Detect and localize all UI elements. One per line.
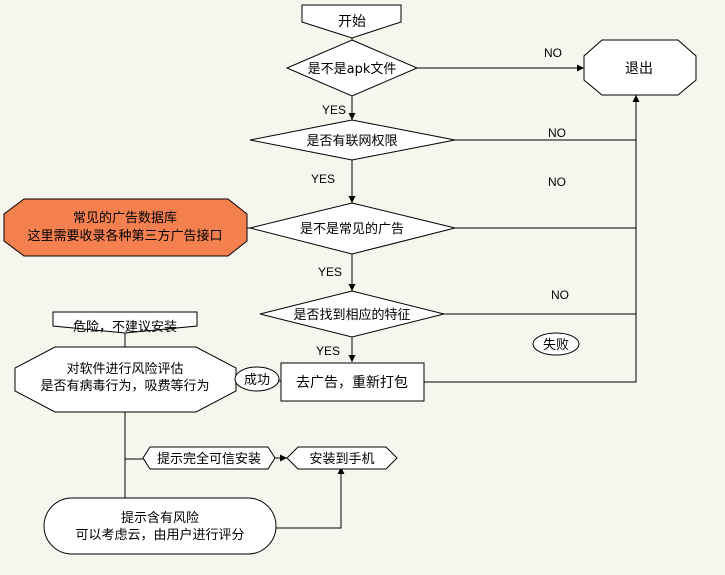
node-risk-eval-line1: 对软件进行风险评估	[66, 362, 183, 377]
node-remove-ad-repack-label: 去广告，重新打包	[296, 374, 408, 391]
node-common-ad-db-line1: 常见的广告数据库	[73, 210, 177, 226]
node-danger-note: 危险，不建议安装	[52, 311, 198, 335]
node-risk-eval-line2: 是否有病毒行为，吸费等行为	[40, 378, 209, 394]
node-exit-label: 退出	[625, 61, 653, 77]
node-fully-trusted: 提示完全可信安装	[142, 446, 276, 470]
node-exit: 退出	[583, 39, 697, 96]
node-success-label: 成功	[244, 373, 270, 388]
decision-find-feature: 是否找到相应的特征	[259, 290, 445, 338]
node-success: 成功	[234, 366, 280, 392]
edge-label-yes: YES	[322, 103, 346, 117]
edge-label-no: NO	[548, 175, 566, 189]
edge-label-yes: YES	[318, 265, 342, 279]
edge-label-yes: YES	[311, 172, 335, 186]
decision-has-network-label: 是否有联网权限	[306, 133, 397, 149]
edge-labels: YES YES YES YES NO NO NO NO	[311, 46, 569, 358]
decision-has-network: 是否有联网权限	[249, 119, 456, 161]
node-start-label: 开始	[338, 14, 366, 30]
node-common-ad-db: 常见的广告数据库 这里需要收录各种第三方广告接口	[3, 198, 248, 257]
connectors	[124, 38, 640, 529]
edge-label-yes: YES	[316, 344, 340, 358]
decision-is-apk: 是不是apk文件	[285, 39, 419, 97]
edge-risk-to-install	[276, 467, 345, 529]
node-start: 开始	[301, 4, 402, 39]
edge-label-no: NO	[548, 126, 566, 140]
edge-label-no: NO	[551, 288, 569, 302]
decision-is-common-ad-label: 是不是常见的广告	[300, 221, 404, 237]
node-fully-trusted-label: 提示完全可信安装	[157, 451, 261, 467]
node-has-risk: 提示含有风险 可以考虑云，由用户进行评分	[43, 497, 277, 555]
edge-repack-to-exit	[424, 95, 640, 383]
node-has-risk-line1: 提示含有风险	[121, 510, 199, 526]
node-common-ad-db-line2: 这里需要收录各种第三方广告接口	[27, 228, 222, 244]
node-fail: 失败	[532, 332, 580, 356]
node-risk-eval: 对软件进行风险评估 是否有病毒行为，吸费等行为	[14, 346, 237, 413]
node-fail-label: 失败	[543, 338, 569, 353]
edge-label-no: NO	[544, 46, 562, 60]
decision-is-common-ad: 是不是常见的广告	[249, 202, 456, 255]
node-danger-note-label: 危险，不建议安装	[73, 320, 177, 335]
node-install: 安装到手机	[286, 446, 398, 470]
decision-find-feature-label: 是否找到相应的特征	[293, 307, 410, 323]
node-remove-ad-repack: 去广告，重新打包	[280, 362, 425, 402]
node-install-label: 安装到手机	[309, 452, 374, 467]
decision-is-apk-label: 是不是apk文件	[308, 62, 397, 77]
node-has-risk-line2: 可以考虑云，由用户进行评分	[75, 527, 244, 543]
